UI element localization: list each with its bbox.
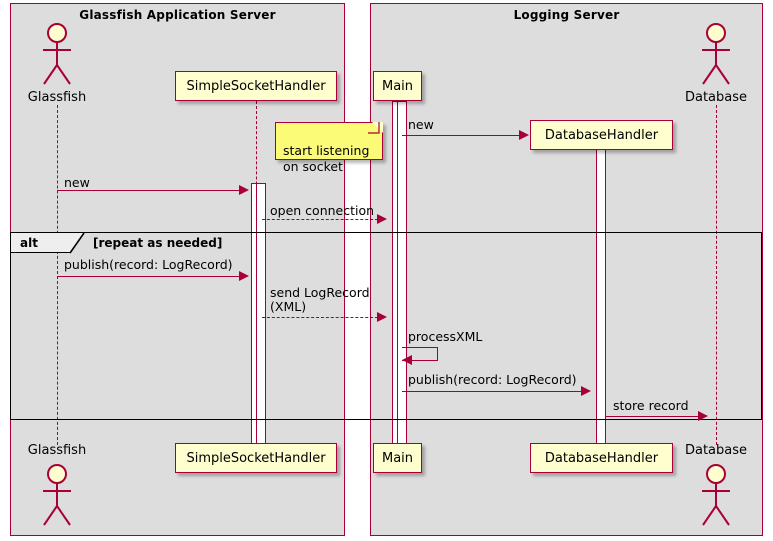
participant-box-databasehandler-top[interactable]: DatabaseHandler xyxy=(530,120,673,150)
participant-label-simplesockethandler-top: SimpleSocketHandler xyxy=(186,78,326,94)
message-line-publish-databasehandler xyxy=(402,391,582,392)
message-label-publish-databasehandler: publish(record: LogRecord) xyxy=(408,372,577,387)
actor-label-database-bottom: Database xyxy=(684,443,748,458)
message-label-processxml: processXML xyxy=(408,329,483,344)
note-start-listening: start listening on socket xyxy=(275,122,383,174)
message-label-send-logrecord: send LogRecord (XML) xyxy=(270,285,370,314)
message-selfloop-processxml xyxy=(402,347,438,361)
participant-box-main-top[interactable]: Main xyxy=(373,71,422,101)
message-arrow-store-record xyxy=(698,411,708,421)
group-title-glassfish-app-server: Glassfish Application Server xyxy=(79,8,276,22)
message-label-new-simplesockethandler: new xyxy=(64,175,90,190)
message-label-publish-handler: publish(record: LogRecord) xyxy=(64,257,233,272)
message-arrow-send-logrecord xyxy=(377,312,387,322)
fragment-operator-label: alt xyxy=(20,235,38,250)
message-arrow-open-connection xyxy=(377,214,387,224)
participant-box-simplesockethandler-top[interactable]: SimpleSocketHandler xyxy=(175,71,337,101)
actor-database-bottom[interactable] xyxy=(695,463,737,529)
fragment-operator-corner xyxy=(70,233,85,254)
fragment-operator-box: alt xyxy=(11,233,71,253)
participant-box-main-bottom[interactable]: Main xyxy=(373,443,422,473)
fragment-alt-repeat xyxy=(10,232,762,420)
participant-label-main-bottom: Main xyxy=(381,450,414,466)
actor-label-database-top: Database xyxy=(684,90,748,105)
message-line-store-record xyxy=(606,416,699,417)
message-arrow-new-simplesockethandler xyxy=(239,185,249,195)
message-line-open-connection xyxy=(262,219,378,220)
lifeline-glassfish xyxy=(57,105,58,445)
message-arrow-publish-handler xyxy=(239,271,249,281)
note-text-start-listening: start listening on socket xyxy=(283,143,370,174)
participant-label-simplesockethandler-bottom: SimpleSocketHandler xyxy=(186,450,326,466)
note-fold-corner xyxy=(372,122,383,133)
participant-label-main-top: Main xyxy=(381,78,414,94)
actor-label-glassfish-top: Glassfish xyxy=(27,90,87,105)
participant-box-databasehandler-bottom[interactable]: DatabaseHandler xyxy=(530,443,673,473)
message-label-open-connection: open connection xyxy=(270,203,375,218)
message-arrow-publish-databasehandler xyxy=(581,386,591,396)
group-title-logging-server: Logging Server xyxy=(513,8,620,22)
fragment-condition-label: [repeat as needed] xyxy=(93,236,223,250)
message-line-new-databasehandler xyxy=(402,135,520,136)
participant-label-databasehandler-top: DatabaseHandler xyxy=(544,127,659,143)
participant-label-databasehandler-bottom: DatabaseHandler xyxy=(544,450,659,466)
message-label-store-record: store record xyxy=(613,398,689,413)
message-arrow-new-databasehandler xyxy=(519,130,529,140)
actor-glassfish-bottom[interactable] xyxy=(36,463,78,529)
message-line-new-simplesockethandler xyxy=(57,190,239,191)
message-label-new-databasehandler: new xyxy=(408,117,434,132)
message-line-send-logrecord xyxy=(262,317,378,318)
lifeline-database xyxy=(716,105,717,445)
participant-box-simplesockethandler-bottom[interactable]: SimpleSocketHandler xyxy=(175,443,337,473)
actor-database-top[interactable] xyxy=(695,22,737,88)
actor-glassfish-top[interactable] xyxy=(36,22,78,88)
actor-label-glassfish-bottom: Glassfish xyxy=(27,443,87,458)
message-arrow-processxml xyxy=(402,355,412,365)
message-line-publish-handler xyxy=(57,276,239,277)
